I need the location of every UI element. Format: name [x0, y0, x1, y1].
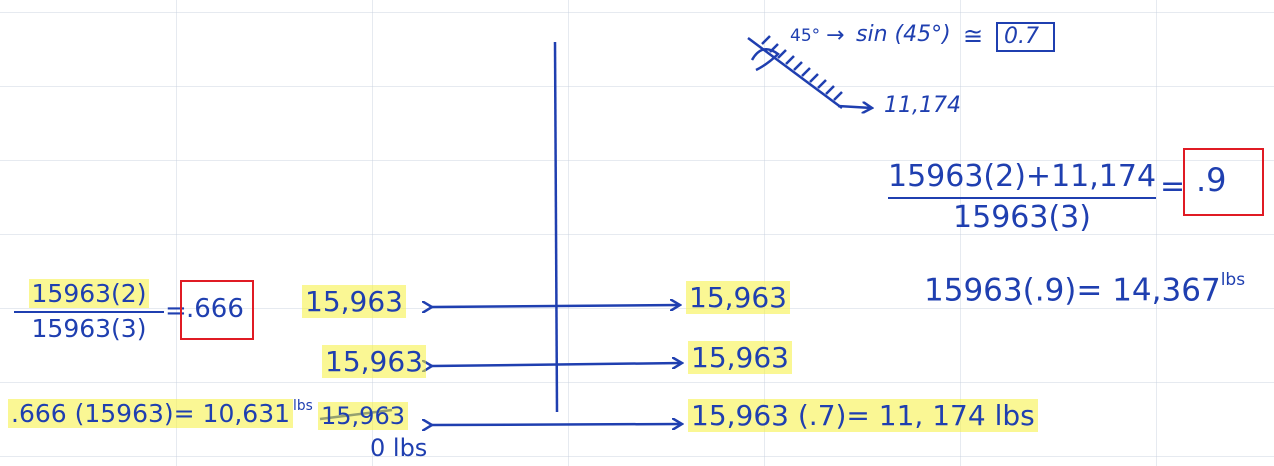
sin-value-box: 0.7: [996, 22, 1055, 52]
row2-left-label: 15,963: [322, 345, 426, 378]
row1-left-label: 15,963: [302, 285, 406, 318]
sin-expression: sin (45°): [856, 22, 951, 47]
row1-right-label: 15,963: [686, 281, 790, 314]
arrow-symbol: →: [826, 23, 845, 48]
vertical-post-line: [553, 41, 559, 413]
left-result-box: [180, 280, 254, 340]
angle-sketch: [747, 35, 872, 108]
left-result: .666: [186, 294, 244, 324]
double-arrow-row-2: [432, 363, 682, 366]
row3-left-label-crossed: 15,963: [318, 402, 408, 430]
right-equals: =: [1160, 169, 1186, 204]
angle-label: 45°: [790, 26, 821, 46]
row2-right-label: 15,963: [688, 341, 792, 374]
right-result-box: [1183, 148, 1264, 216]
force-value: 11,174: [884, 93, 961, 118]
row3-right-label: 15,963 (.7)= 11, 174 lbs: [688, 399, 1038, 432]
approx-symbol: ≅: [963, 22, 984, 50]
right-fraction: 15963(2)+11,174 15963(3): [888, 159, 1157, 235]
double-arrow-row-1: [432, 305, 680, 307]
left-fraction: 15963(2) 15963(3): [14, 279, 164, 344]
zero-lbs-note: 0 lbs: [370, 434, 428, 462]
right-result: .9: [1196, 161, 1227, 199]
right-line2: 15963(.9)= 14,367lbs: [924, 270, 1246, 309]
double-arrow-row-3: [432, 424, 682, 425]
